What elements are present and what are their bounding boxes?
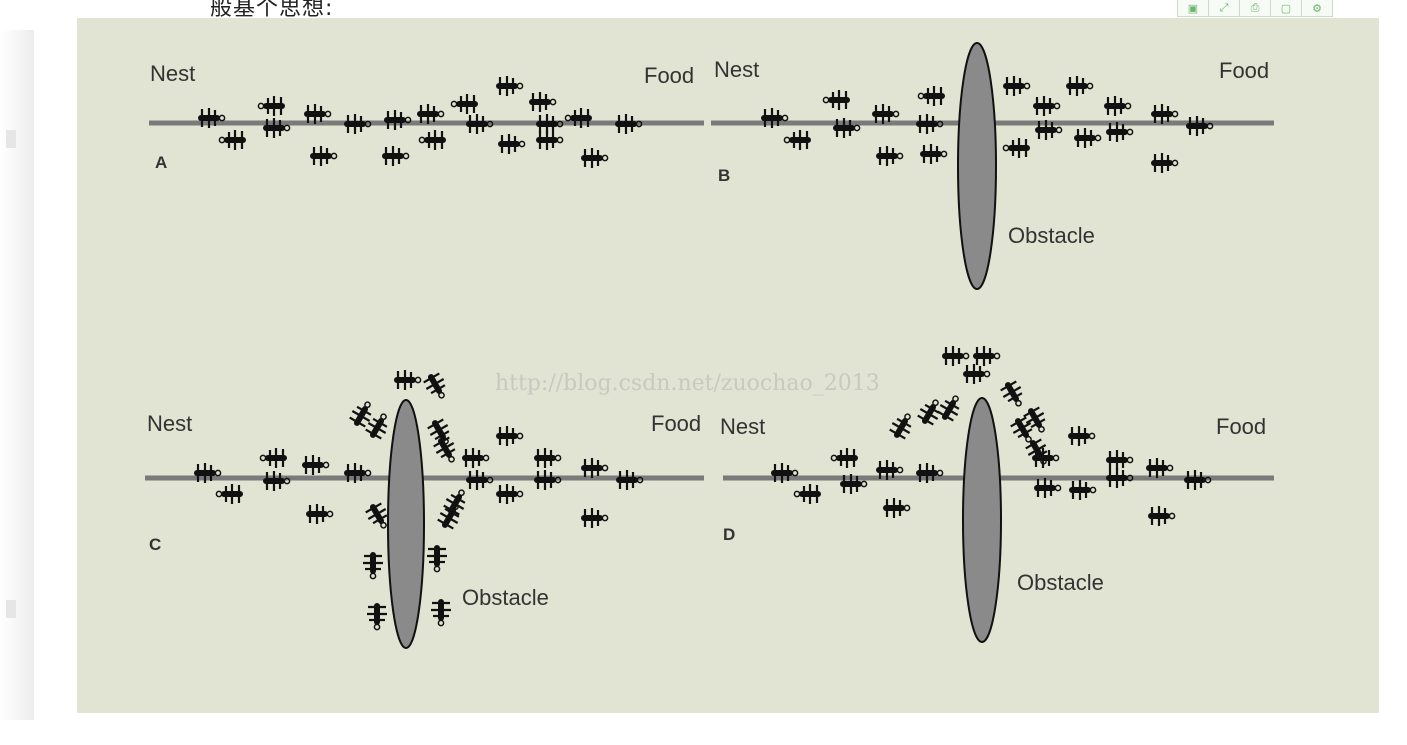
panel-C-food-label: Food xyxy=(651,411,701,436)
panel-B-food-label: Food xyxy=(1219,58,1269,83)
ant-icon xyxy=(439,484,473,520)
ant-icon xyxy=(392,368,422,392)
ant-icon xyxy=(218,128,248,152)
ant-icon xyxy=(257,94,287,118)
ant-icon xyxy=(881,496,911,520)
ant-icon xyxy=(1184,114,1214,138)
ant-icon xyxy=(496,132,526,156)
ant-icon xyxy=(261,469,291,493)
print-icon[interactable]: ⎙ xyxy=(1239,0,1271,17)
ant-icon xyxy=(304,502,334,526)
panel-D-obstacle-label: Obstacle xyxy=(1017,570,1104,595)
ant-icon xyxy=(1144,456,1174,480)
ant-icon xyxy=(830,446,860,470)
watermark: http://blog.csdn.net/zuochao_2013 xyxy=(495,371,880,396)
ant-icon xyxy=(365,601,389,631)
ant-icon xyxy=(783,128,813,152)
panel-A-nest-label: Nest xyxy=(150,61,195,86)
ant-icon xyxy=(1064,74,1094,98)
panel-A-food-label: Food xyxy=(644,63,694,88)
window-icon[interactable]: ▢ xyxy=(1270,0,1302,17)
obstacle-B xyxy=(957,42,997,290)
panel-B-obstacle-label: Obstacle xyxy=(1008,223,1095,248)
ant-icon xyxy=(1031,94,1061,118)
ant-icon xyxy=(940,344,970,368)
ant-icon xyxy=(1102,94,1132,118)
ant-icon xyxy=(494,74,524,98)
ant-icon xyxy=(933,390,967,426)
ant-icon xyxy=(419,368,453,404)
gutter-mark xyxy=(6,130,16,148)
ant-icon xyxy=(527,90,557,114)
ant-icon xyxy=(1146,504,1176,528)
ant-icon xyxy=(885,408,919,444)
ant-icon xyxy=(1104,448,1134,472)
ant-icon xyxy=(579,456,609,480)
obstacle-C xyxy=(387,399,425,649)
panel-B-nest-label: Nest xyxy=(714,57,759,82)
gutter-mark xyxy=(6,600,16,618)
ant-icon xyxy=(532,446,562,470)
ant-icon xyxy=(534,128,564,152)
ant-icon xyxy=(1067,478,1097,502)
ant-colony-diagram: Nest Food A Nest Food B Obstacle Nest Fo… xyxy=(77,18,1379,713)
ant-icon xyxy=(1149,151,1179,175)
diagram-canvas: Nest Food A Nest Food B Obstacle Nest Fo… xyxy=(145,42,1274,649)
ant-icon xyxy=(380,144,410,168)
ant-icon xyxy=(361,408,395,444)
panel-A-label: A xyxy=(155,153,167,172)
panel-D-food-label: Food xyxy=(1216,414,1266,439)
ant-icon xyxy=(918,142,948,166)
ant-icon xyxy=(1001,74,1031,98)
ant-icon xyxy=(308,144,338,168)
ant-icon xyxy=(300,453,330,477)
ant-icon xyxy=(418,128,448,152)
ant-icon xyxy=(433,498,467,534)
ant-icon xyxy=(996,376,1030,412)
ant-icon xyxy=(793,482,823,506)
ant-icon xyxy=(579,506,609,530)
ant-icon xyxy=(961,362,991,386)
image-toolbar: ▣ ⤢ ⎙ ▢ ⚙ xyxy=(1177,0,1333,18)
page-text-fragment: 般基个思想: xyxy=(210,0,334,21)
copy-icon[interactable]: ▣ xyxy=(1177,0,1209,17)
panel-C-label: C xyxy=(149,535,161,554)
left-scroll-gutter xyxy=(0,30,34,720)
ant-icon xyxy=(1072,126,1102,150)
ant-icon xyxy=(494,424,524,448)
ant-icon xyxy=(382,108,412,132)
expand-icon[interactable]: ⤢ xyxy=(1208,0,1240,17)
panel-C-obstacle-label: Obstacle xyxy=(462,585,549,610)
ant-icon xyxy=(822,88,852,112)
panel-C-nest-label: Nest xyxy=(147,411,192,436)
ant-icon xyxy=(429,597,453,627)
ant-icon xyxy=(917,84,947,108)
ant-icon xyxy=(1032,476,1062,500)
ant-icon xyxy=(494,482,524,506)
ant-icon xyxy=(450,92,480,116)
ant-icon xyxy=(425,543,449,573)
ant-icon xyxy=(259,446,289,470)
ant-icon xyxy=(215,482,245,506)
ant-icon xyxy=(361,550,385,580)
settings-icon[interactable]: ⚙ xyxy=(1301,0,1333,17)
ant-icon xyxy=(971,344,1001,368)
panel-D-nest-label: Nest xyxy=(720,414,765,439)
ant-icon xyxy=(1066,424,1096,448)
ant-icon xyxy=(913,394,947,430)
ant-icon xyxy=(460,446,490,470)
obstacle-D xyxy=(962,397,1002,643)
panel-D-label: D xyxy=(723,525,735,544)
panel-B-label: B xyxy=(718,166,730,185)
ant-icon xyxy=(1002,136,1032,160)
ant-group xyxy=(192,74,1214,631)
ant-icon xyxy=(874,144,904,168)
ant-icon xyxy=(579,146,609,170)
